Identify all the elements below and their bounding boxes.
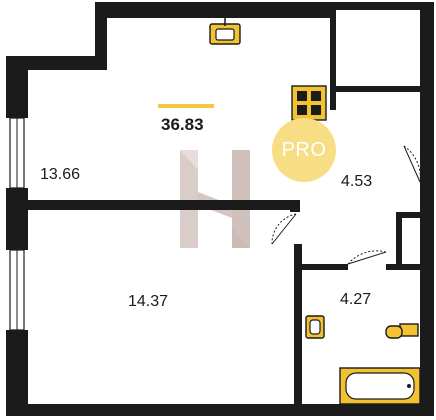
room-area-label: 4.27	[340, 291, 372, 308]
total-area-accent-line	[158, 104, 214, 108]
sink-icon	[209, 18, 241, 45]
room-area-label: 4.53	[341, 173, 373, 190]
toilet-icon	[385, 323, 419, 339]
window-icon	[9, 117, 25, 331]
watermark-logo	[180, 150, 250, 248]
room-area-label: 13.66	[40, 166, 81, 183]
bathtub-icon	[339, 367, 421, 405]
pro-badge: PRO	[272, 118, 336, 182]
door-swing-icon	[271, 145, 421, 265]
stove-icon	[291, 85, 327, 121]
outer-walls	[6, 2, 434, 416]
total-area-label: 36.83	[161, 115, 204, 134]
interior-walls	[28, 10, 420, 404]
room-area-label: 14.37	[128, 293, 169, 310]
washbasin-icon	[305, 315, 325, 339]
